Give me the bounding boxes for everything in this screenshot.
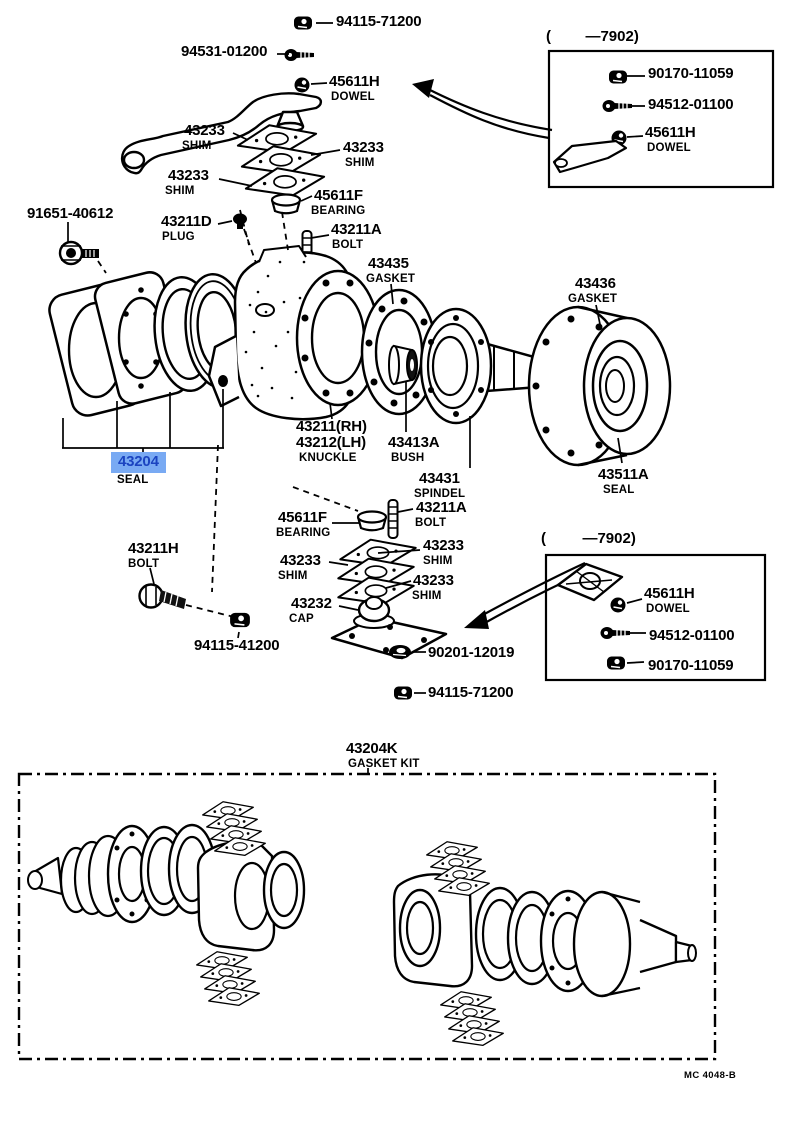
label-43413a: 43413A BUSH <box>388 434 440 464</box>
label-94115-71200-top: 94115-71200 <box>336 13 422 30</box>
inset-top-item-45611h: 45611H DOWEL <box>645 124 696 154</box>
label-94115-71200-bottom: 94115-71200 <box>428 684 514 701</box>
label-43436: 43436 GASKET <box>568 275 618 305</box>
inset-top-item-90170: 90170-11059 <box>648 65 734 82</box>
dashed-lines <box>97 209 359 618</box>
plug-icon <box>233 213 247 229</box>
dowel-icon <box>293 76 311 94</box>
label-knuckle: 43211(RH) 43212(LH) KNUCKLE <box>296 418 367 464</box>
bearing-cup-icon <box>270 193 302 215</box>
label-43233-b: 43233 SHIM <box>343 139 384 169</box>
nut-94115-41200-icon <box>229 612 251 628</box>
gasket-kit-right-assembly <box>392 841 697 1047</box>
washer-90201-icon <box>388 644 412 660</box>
axle-drum-drawing <box>527 305 672 467</box>
inset-bottom-item-90170: 90170-11059 <box>648 657 734 674</box>
shim-stack-bottom-drawing <box>337 538 417 605</box>
label-91651-40612: 91651-40612 <box>27 205 114 222</box>
label-45611f-lower: 45611F BEARING <box>276 509 331 539</box>
label-94115-41200: 94115-41200 <box>194 637 280 654</box>
arrow-to-arm-icon <box>412 79 553 140</box>
label-43211a-top: 43211A BOLT <box>331 221 382 251</box>
inset-box-top <box>547 49 775 189</box>
inset-top-caption: ( —7902) <box>546 28 639 45</box>
label-45611h-top: 45611H DOWEL <box>329 73 380 103</box>
label-43211a-lower: 43211A BOLT <box>415 499 467 529</box>
inset-top-icons <box>552 69 645 174</box>
gasket-kit-box <box>17 772 717 1061</box>
nut-icon <box>293 15 313 31</box>
label-43204k-gasket-kit: 43204K GASKET KIT <box>346 740 420 770</box>
bolt-part-91651-drawing <box>58 240 99 266</box>
label-94531-01200: 94531-01200 <box>181 43 268 60</box>
label-43233-e: 43233 SHIM <box>278 552 321 582</box>
arm-fragment-drawing <box>552 139 628 174</box>
drawing-code: MC 4048-B <box>684 1070 737 1081</box>
inset-bottom-item-94512: 94512-01100 <box>649 627 735 644</box>
inset-top-item-94512: 94512-01100 <box>648 96 734 113</box>
leader-lines <box>62 22 623 774</box>
inset-bottom-item-45611h: 45611H DOWEL <box>644 585 695 615</box>
bolt-43211h-drawing <box>138 583 186 609</box>
inset-bottom-caption: ( —7902) <box>541 530 636 547</box>
label-43233-d: 43233 SHIM <box>423 537 464 567</box>
label-43233-f: 43233 SHIM <box>412 572 454 602</box>
inset-bottom-icons <box>556 562 646 671</box>
label-43511a: 43511A SEAL <box>598 466 649 496</box>
nut-94115-71200-icon <box>393 685 413 701</box>
label-43233-a: 43233 SHIM <box>182 122 225 152</box>
label-43204-highlighted: 43204 SEAL <box>111 452 166 486</box>
cap-43232-drawing <box>330 596 448 660</box>
label-43233-c: 43233 SHIM <box>165 167 209 197</box>
label-43232: 43232 CAP <box>289 595 332 625</box>
knuckle-drawing <box>207 245 381 421</box>
inset-box-bottom <box>544 553 767 682</box>
bolt-icon <box>283 48 315 62</box>
gasket-kit-left-assembly <box>27 801 306 1007</box>
label-43211h: 43211H BOLT <box>128 540 179 570</box>
bush-drawing <box>388 344 418 386</box>
label-43211d: 43211D PLUG <box>161 213 212 243</box>
selected-part-number[interactable]: 43204 <box>111 452 166 473</box>
label-45611f-top: 45611F BEARING <box>311 187 366 217</box>
label-90201-12019: 90201-12019 <box>428 644 515 661</box>
bearing-cup-lower-icon <box>356 510 388 532</box>
label-43435: 43435 GASKET <box>366 255 416 285</box>
label-43431: 43431 SPINDEL <box>414 470 466 500</box>
stud-lower-icon <box>387 499 399 539</box>
arrow-to-cap-icon <box>464 562 591 629</box>
